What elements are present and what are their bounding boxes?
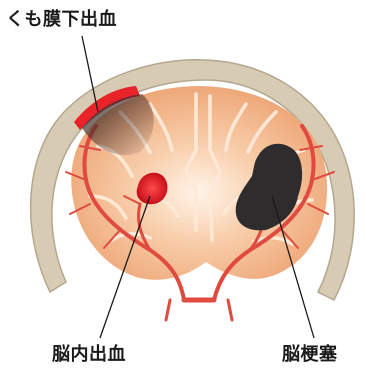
intracerebral-hemorrhage-label: 脳内出血 <box>52 340 126 366</box>
subarachnoid-hemorrhage-label: くも膜下出血 <box>6 5 117 31</box>
infarction-label: 脳梗塞 <box>282 340 338 366</box>
